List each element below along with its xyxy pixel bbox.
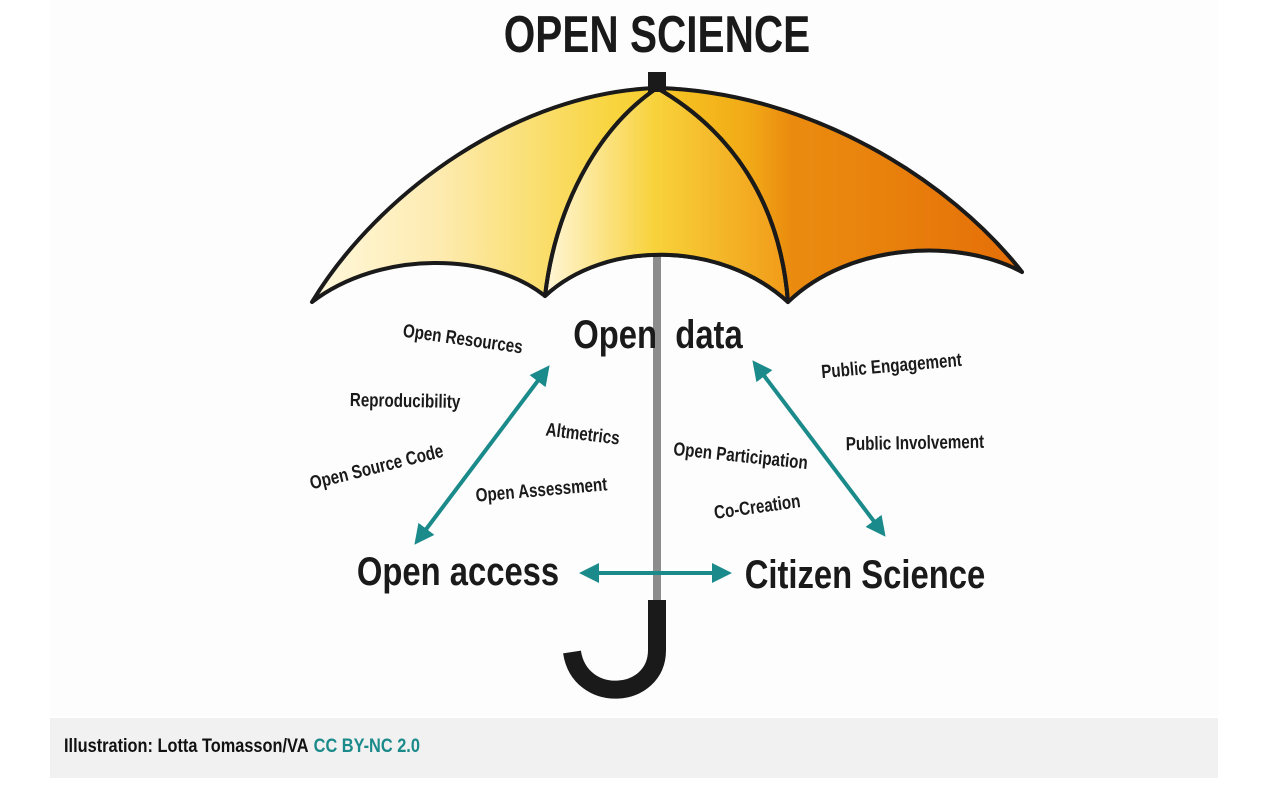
umbrella-handle: [563, 600, 666, 699]
caption-credit: Illustration: Lotta Tomasson/VA: [64, 736, 309, 757]
title: OPEN SCIENCE: [504, 5, 810, 63]
keyword-public-involvement: Public Involvement: [846, 430, 985, 455]
label-open-data: Open data: [573, 312, 743, 357]
open-science-illustration: OPEN SCIENCE Open data Open access Citiz…: [50, 0, 1218, 716]
keyword-reproducibility: Reproducibility: [350, 388, 461, 412]
label-open-access: Open access: [357, 549, 559, 594]
umbrella-tip: [648, 72, 666, 92]
keyword-co-creation: Co-Creation: [713, 489, 802, 523]
arrow-open-data-citizen-science: [752, 360, 886, 537]
keyword-open-resources: Open Resources: [402, 319, 525, 358]
umbrella-diagram: OPEN SCIENCE Open data Open access Citiz…: [307, 5, 1024, 699]
license-link[interactable]: CC BY-NC 2.0: [313, 736, 420, 757]
keyword-public-engagement: Public Engagement: [820, 348, 963, 382]
keyword-altmetrics: Altmetrics: [545, 418, 621, 449]
umbrella-canopy: [310, 86, 1024, 304]
keyword-open-participation: Open Participation: [672, 437, 809, 473]
keyword-open-assessment: Open Assessment: [475, 473, 609, 507]
arrow-open-access-open-data: [414, 365, 550, 545]
label-citizen-science: Citizen Science: [745, 552, 986, 597]
keyword-open-source-code: Open Source Code: [307, 439, 445, 493]
umbrella-shaft: [653, 95, 661, 600]
connection-arrows: [414, 360, 886, 583]
